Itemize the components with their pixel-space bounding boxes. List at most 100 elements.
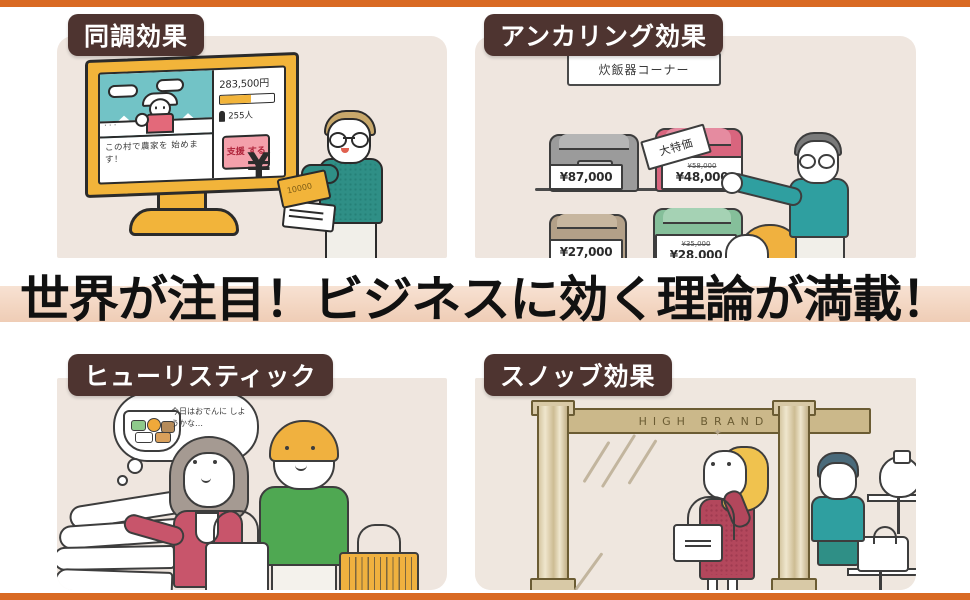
headline-band bbox=[0, 286, 970, 322]
badge-snob: スノッブ効果 bbox=[484, 354, 672, 396]
scene-rice-cooker-aisle: 炊飯器コーナー ¥87,000 ¥58,000 ¥48,000 ¥27,000 … bbox=[475, 36, 916, 258]
price-value: ¥28,000 bbox=[669, 248, 723, 258]
campaign-photo bbox=[100, 70, 213, 139]
ingredient bbox=[155, 432, 171, 443]
daikon-icon bbox=[57, 567, 174, 590]
mouth bbox=[201, 476, 211, 483]
column-right bbox=[778, 406, 810, 588]
handbag-strap bbox=[687, 496, 735, 540]
clerk-torso bbox=[789, 178, 849, 238]
scene-supermarket-produce: 今日はおでんに しようかな… bbox=[57, 378, 447, 590]
shopper-face bbox=[183, 452, 235, 508]
tote-bag-icon bbox=[205, 542, 269, 590]
ingredient bbox=[135, 432, 153, 443]
price-value: ¥48,000 bbox=[675, 170, 729, 184]
supporters-count: 255人 bbox=[228, 110, 253, 122]
customer-face bbox=[725, 234, 769, 258]
column-base bbox=[771, 578, 817, 590]
farmer-figure bbox=[135, 87, 178, 134]
vase-icon bbox=[879, 450, 916, 498]
bubble-tail bbox=[127, 458, 143, 474]
price-original: ¥35,000 bbox=[681, 240, 711, 248]
eye bbox=[285, 446, 289, 450]
female-shopper-character bbox=[121, 436, 269, 590]
display-handbag-icon bbox=[857, 526, 909, 572]
campaign-left-column: この村で農家を 始めます！ bbox=[100, 70, 213, 183]
ingredient bbox=[131, 420, 146, 431]
glass-reflection bbox=[627, 439, 658, 485]
lens bbox=[329, 132, 347, 148]
eye bbox=[311, 446, 315, 450]
display-stand bbox=[879, 572, 882, 590]
bottom-accent-bar bbox=[0, 593, 970, 600]
price-original: ¥58,000 bbox=[687, 162, 717, 170]
panel-snob: HIGH BRAND ✦ ✦ bbox=[475, 378, 916, 590]
hotpot-icon bbox=[123, 410, 181, 452]
eye bbox=[163, 105, 165, 109]
staff-face bbox=[819, 462, 857, 500]
lens bbox=[818, 154, 835, 169]
male-shopper-character bbox=[253, 420, 419, 590]
storefront-sign-text: HIGH BRAND bbox=[638, 414, 770, 428]
thought-bubble-text: 今日はおでんに しようかな… bbox=[171, 407, 246, 428]
column-left bbox=[537, 406, 569, 588]
glasses-icon bbox=[329, 132, 369, 148]
shopping-basket-icon bbox=[339, 552, 419, 590]
price-value: ¥87,000 bbox=[559, 170, 613, 184]
price-tag: ¥27,000 bbox=[549, 239, 623, 258]
campaign-caption: この村で農家を 始めます！ bbox=[100, 132, 212, 183]
tote-strap bbox=[213, 510, 259, 552]
farmer-apron bbox=[146, 112, 174, 134]
eye bbox=[711, 462, 715, 466]
price-tag: ¥87,000 bbox=[549, 164, 623, 190]
panel-bandwagon: この村で農家を 始めます！ 283,500円 255人 支援 する bbox=[57, 36, 447, 258]
yen-symbol-icon: ¥ bbox=[247, 146, 271, 186]
funding-amount: 283,500円 bbox=[219, 78, 270, 91]
lens bbox=[799, 154, 816, 169]
eye bbox=[193, 460, 197, 464]
eye bbox=[727, 462, 731, 466]
bubble-tail bbox=[117, 475, 128, 486]
shop-staff-character bbox=[805, 452, 867, 566]
monitor-illustration: この村で農家を 始めます！ 283,500円 255人 支援 する bbox=[85, 51, 305, 246]
scene-crowdfunding-monitor: この村で農家を 始めます！ 283,500円 255人 支援 する bbox=[57, 36, 447, 258]
clerk-character bbox=[721, 128, 871, 258]
person-icon bbox=[219, 110, 226, 122]
funding-progress-bar bbox=[219, 92, 276, 105]
badge-anchoring: アンカリング効果 bbox=[484, 14, 724, 56]
display-stand bbox=[897, 498, 900, 534]
top-accent-bar bbox=[0, 0, 970, 7]
badge-heuristic: ヒューリスティック bbox=[68, 354, 333, 396]
page-title: 世界が注目！ビジネスに効く理論が満載！ bbox=[19, 270, 951, 328]
aisle-sign: 炊飯器コーナー bbox=[567, 52, 721, 86]
glasses-icon bbox=[799, 154, 835, 169]
shopper-character bbox=[673, 440, 791, 590]
farmer-waving-hand bbox=[135, 112, 149, 127]
badge-bandwagon: 同調効果 bbox=[68, 14, 205, 56]
ingredient bbox=[147, 418, 161, 432]
storefront-lintel: HIGH BRAND bbox=[537, 408, 871, 434]
basket-handle bbox=[357, 524, 401, 560]
handbag-icon bbox=[673, 524, 723, 562]
panel-heuristic: 今日はおでんに しようかな… bbox=[57, 378, 447, 590]
mouth bbox=[295, 464, 307, 471]
supporters-row: 255人 bbox=[219, 108, 279, 122]
column-base bbox=[530, 578, 576, 590]
price-value: ¥27,000 bbox=[559, 245, 613, 258]
cloud-icon bbox=[108, 84, 138, 99]
eye bbox=[155, 105, 157, 109]
progress-fill bbox=[220, 94, 252, 104]
customer-character bbox=[721, 224, 807, 258]
lens bbox=[351, 132, 369, 148]
shopper-torso bbox=[259, 486, 349, 566]
scene-luxury-boutique: HIGH BRAND ✦ ✦ bbox=[475, 378, 916, 590]
shopper-hair bbox=[269, 420, 339, 462]
campaign-caption-text: この村で農家を 始めます！ bbox=[105, 139, 199, 165]
price-tag: ¥35,000 ¥28,000 bbox=[655, 234, 737, 258]
mouth bbox=[341, 148, 349, 153]
supporter-character: ¥ bbox=[247, 102, 397, 258]
staff-torso bbox=[811, 496, 865, 542]
monitor-base bbox=[129, 208, 239, 236]
eye bbox=[213, 460, 217, 464]
